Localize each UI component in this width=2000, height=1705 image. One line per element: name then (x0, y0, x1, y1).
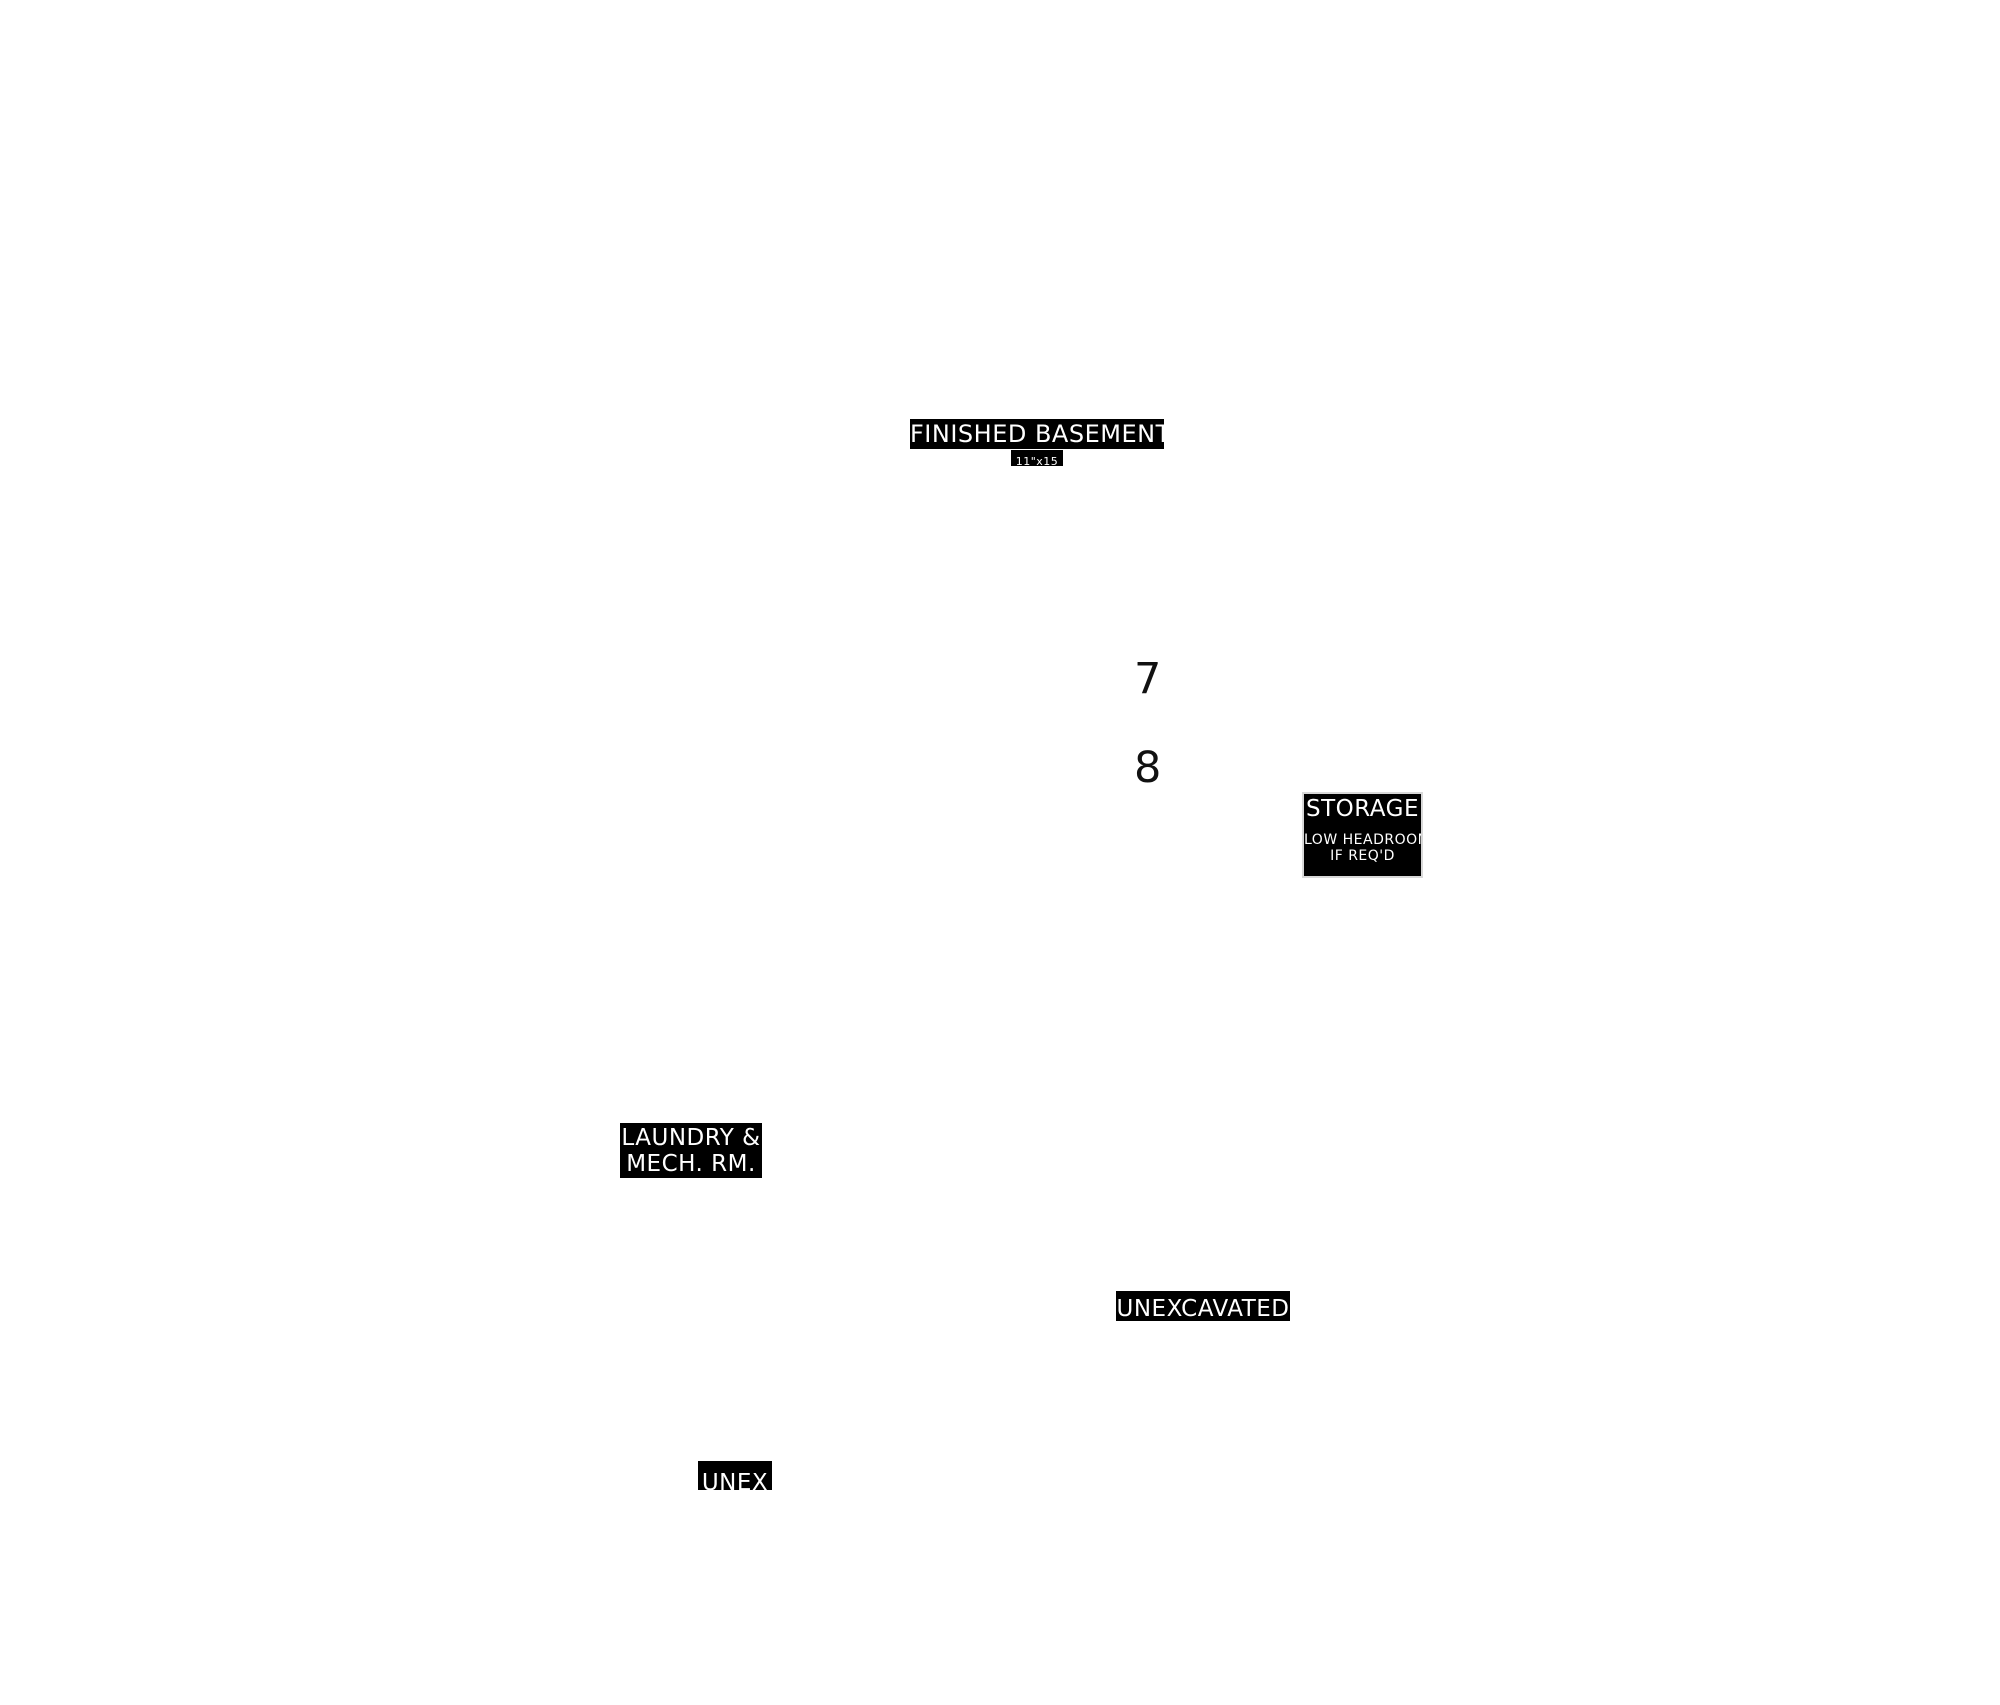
finished-basement-name: FINISHED BASEMENT (910, 420, 1164, 448)
unex-name: UNEX (701, 1470, 769, 1490)
storage-note-line2: IF REQ'D (1330, 848, 1395, 864)
laundry-line2: MECH. RM. (626, 1151, 756, 1177)
laundry-line1: LAUNDRY & (621, 1125, 761, 1151)
laundry-label: LAUNDRY & MECH. RM. (620, 1123, 762, 1178)
marker-8: 8 (1134, 743, 1162, 793)
finished-basement-dims-text: 11"x15 (1015, 455, 1059, 466)
storage-note-line1: LOW HEADROOM (1304, 832, 1423, 848)
marker-7: 7 (1134, 654, 1162, 704)
storage-name: STORAGE (1306, 796, 1419, 822)
unexcavated-label: UNEXCAVATED (1116, 1291, 1290, 1321)
unex-label: UNEX (698, 1461, 772, 1490)
finished-basement-dimensions: 11"x15 (1011, 450, 1063, 466)
storage-label: STORAGE LOW HEADROOM IF REQ'D (1302, 792, 1423, 878)
finished-basement-label: FINISHED BASEMENT (910, 419, 1164, 449)
unexcavated-name: UNEXCAVATED (1116, 1296, 1290, 1321)
storage-spacer (1304, 822, 1421, 832)
